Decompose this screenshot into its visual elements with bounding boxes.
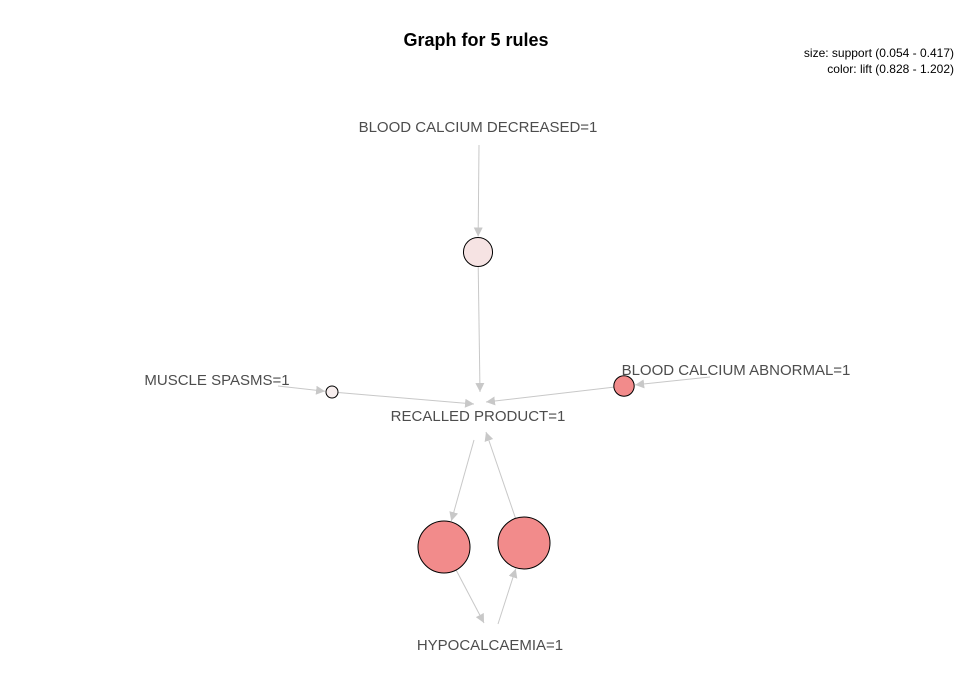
rule-node-2[interactable]: [325, 385, 339, 399]
legend: size: support (0.054 - 0.417) color: lif…: [804, 46, 954, 76]
edge-rule-3-in: [635, 376, 711, 389]
item-hypocalcaemia: HYPOCALCAEMIA=1: [417, 637, 563, 654]
rule-nodes: [325, 236, 635, 574]
edges: [277, 144, 711, 625]
edge-rule-4-out: [455, 569, 485, 624]
edge-rule-1-in: [473, 144, 483, 237]
edge-rule-3-out: [485, 386, 614, 406]
edge-rule-5-in: [497, 568, 518, 625]
item-muscle-spasms: MUSCLE SPASMS=1: [144, 372, 289, 389]
edge-rule-5-out: [484, 431, 517, 519]
legend-color: color: lift (0.828 - 1.202): [827, 62, 954, 76]
item-blood-calcium-decreased: BLOOD CALCIUM DECREASED=1: [359, 119, 598, 136]
item-recalled-product: RECALLED PRODUCT=1: [391, 408, 566, 425]
legend-size: size: support (0.054 - 0.417): [804, 46, 954, 60]
edge-rule-2-in: [277, 385, 326, 395]
rule-node-1[interactable]: [462, 236, 494, 268]
rule-node-4[interactable]: [417, 520, 471, 574]
edge-rule-1-out: [475, 266, 485, 393]
edge-rule-4-in: [449, 439, 475, 522]
edge-rule-2-out: [337, 392, 475, 408]
item-blood-calcium-abnormal: BLOOD CALCIUM ABNORMAL=1: [622, 362, 851, 379]
rule-node-5[interactable]: [497, 516, 551, 570]
graph-title: Graph for 5 rules: [403, 30, 548, 50]
rule-node-3[interactable]: [613, 375, 635, 397]
